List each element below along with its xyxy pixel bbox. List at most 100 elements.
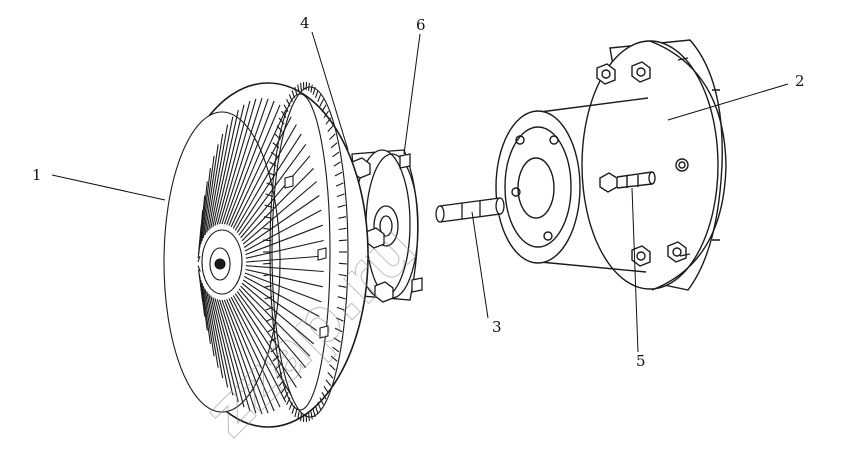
fin-line xyxy=(223,299,269,414)
ring-tooth xyxy=(338,227,347,231)
fin-line xyxy=(242,279,318,331)
ring-teeth xyxy=(263,82,347,422)
ring-tooth xyxy=(270,346,278,353)
fin-line xyxy=(212,296,239,403)
plate-bolt xyxy=(631,245,651,267)
ring-tooth xyxy=(336,306,345,311)
ring-tooth xyxy=(330,355,338,362)
ring-tooth xyxy=(314,405,319,414)
fin-line xyxy=(200,279,208,331)
fin-line xyxy=(234,124,297,231)
fin-line xyxy=(197,255,201,263)
fin-line xyxy=(241,167,314,242)
ring-tooth xyxy=(338,239,347,242)
fin-line xyxy=(201,283,211,344)
ring-tooth xyxy=(335,317,344,322)
ring-tooth xyxy=(267,327,276,333)
ring-tooth xyxy=(267,171,276,177)
ring-tooth xyxy=(266,317,275,322)
ring-tooth xyxy=(329,133,336,140)
fin-line xyxy=(230,296,287,403)
fin-line xyxy=(226,299,275,412)
fin-line xyxy=(200,181,208,245)
fin-line xyxy=(201,168,211,241)
ring-tooth xyxy=(308,82,310,91)
plate-bolt xyxy=(596,63,616,85)
ring-tooth xyxy=(336,193,345,198)
fin-line xyxy=(232,295,292,396)
ring-tooth xyxy=(300,82,302,91)
callout-3: 3 xyxy=(492,318,502,336)
ring-tooth xyxy=(338,262,347,265)
fin-line xyxy=(216,100,251,225)
ring-tooth xyxy=(327,372,334,379)
callout-6: 6 xyxy=(416,16,426,34)
ring-tooth xyxy=(278,117,285,125)
ring-tooth xyxy=(288,94,293,103)
ring-tooth xyxy=(294,409,298,418)
ring-tooth xyxy=(272,355,280,362)
ring-tooth xyxy=(314,90,319,99)
ring-tooth xyxy=(265,306,274,311)
fin-line xyxy=(238,143,307,236)
ring-tooth xyxy=(338,273,347,277)
ring-tooth xyxy=(310,84,313,93)
ring-tooth xyxy=(286,397,291,406)
ring-tooth xyxy=(283,392,289,400)
fin-line xyxy=(221,299,263,415)
fin-line xyxy=(232,116,292,229)
leader-lines xyxy=(51,31,789,353)
callout-4: 4 xyxy=(300,14,310,32)
fan-clutch xyxy=(163,82,369,428)
fin-line xyxy=(234,293,297,388)
ring-tooth xyxy=(333,337,341,343)
ring-tooth xyxy=(281,385,287,394)
ring-tooth xyxy=(276,372,283,379)
fin-line xyxy=(238,288,307,369)
ring-tooth xyxy=(329,364,336,371)
ring-tooth xyxy=(288,401,293,410)
ring-tooth xyxy=(269,337,277,343)
ring-tooth xyxy=(317,401,322,410)
mounting-plate xyxy=(495,39,727,291)
fin-line xyxy=(210,116,234,229)
ring-tooth xyxy=(297,411,300,420)
ring-tooth xyxy=(294,86,298,95)
ring-tooth xyxy=(276,125,283,132)
ring-tooth xyxy=(325,379,332,387)
fin-line xyxy=(236,133,302,233)
ring-tooth xyxy=(265,193,274,198)
ring-tooth xyxy=(264,296,273,300)
fin-line xyxy=(204,144,219,236)
fin-line xyxy=(204,288,219,368)
ring-tooth xyxy=(338,285,347,288)
fin-line xyxy=(214,104,245,226)
ring-tooth xyxy=(278,379,285,387)
fin-line xyxy=(221,97,263,225)
ring-tooth xyxy=(330,142,338,149)
fin-line xyxy=(219,299,257,414)
ring-tooth xyxy=(334,171,343,177)
ring-tooth xyxy=(300,413,302,422)
callout-1: 1 xyxy=(32,166,42,184)
callout-5: 5 xyxy=(636,352,646,370)
ring-tooth xyxy=(334,327,343,333)
fin-line xyxy=(197,265,201,272)
fin-line xyxy=(245,255,325,263)
fin-line xyxy=(219,98,257,225)
ring-tooth xyxy=(335,182,344,187)
ring-tooth xyxy=(274,133,281,140)
fin-line xyxy=(242,181,318,245)
ring-tooth xyxy=(266,182,275,187)
fin-line xyxy=(241,282,314,345)
ring-tooth xyxy=(297,84,300,93)
ring-tooth xyxy=(327,125,334,132)
ring-tooth xyxy=(263,216,272,219)
fin-line xyxy=(226,100,275,225)
fin-line xyxy=(243,276,320,317)
fin-line xyxy=(214,298,245,408)
drive-shaft xyxy=(435,197,505,223)
ring-tooth xyxy=(283,104,289,112)
ring-tooth xyxy=(337,296,346,300)
